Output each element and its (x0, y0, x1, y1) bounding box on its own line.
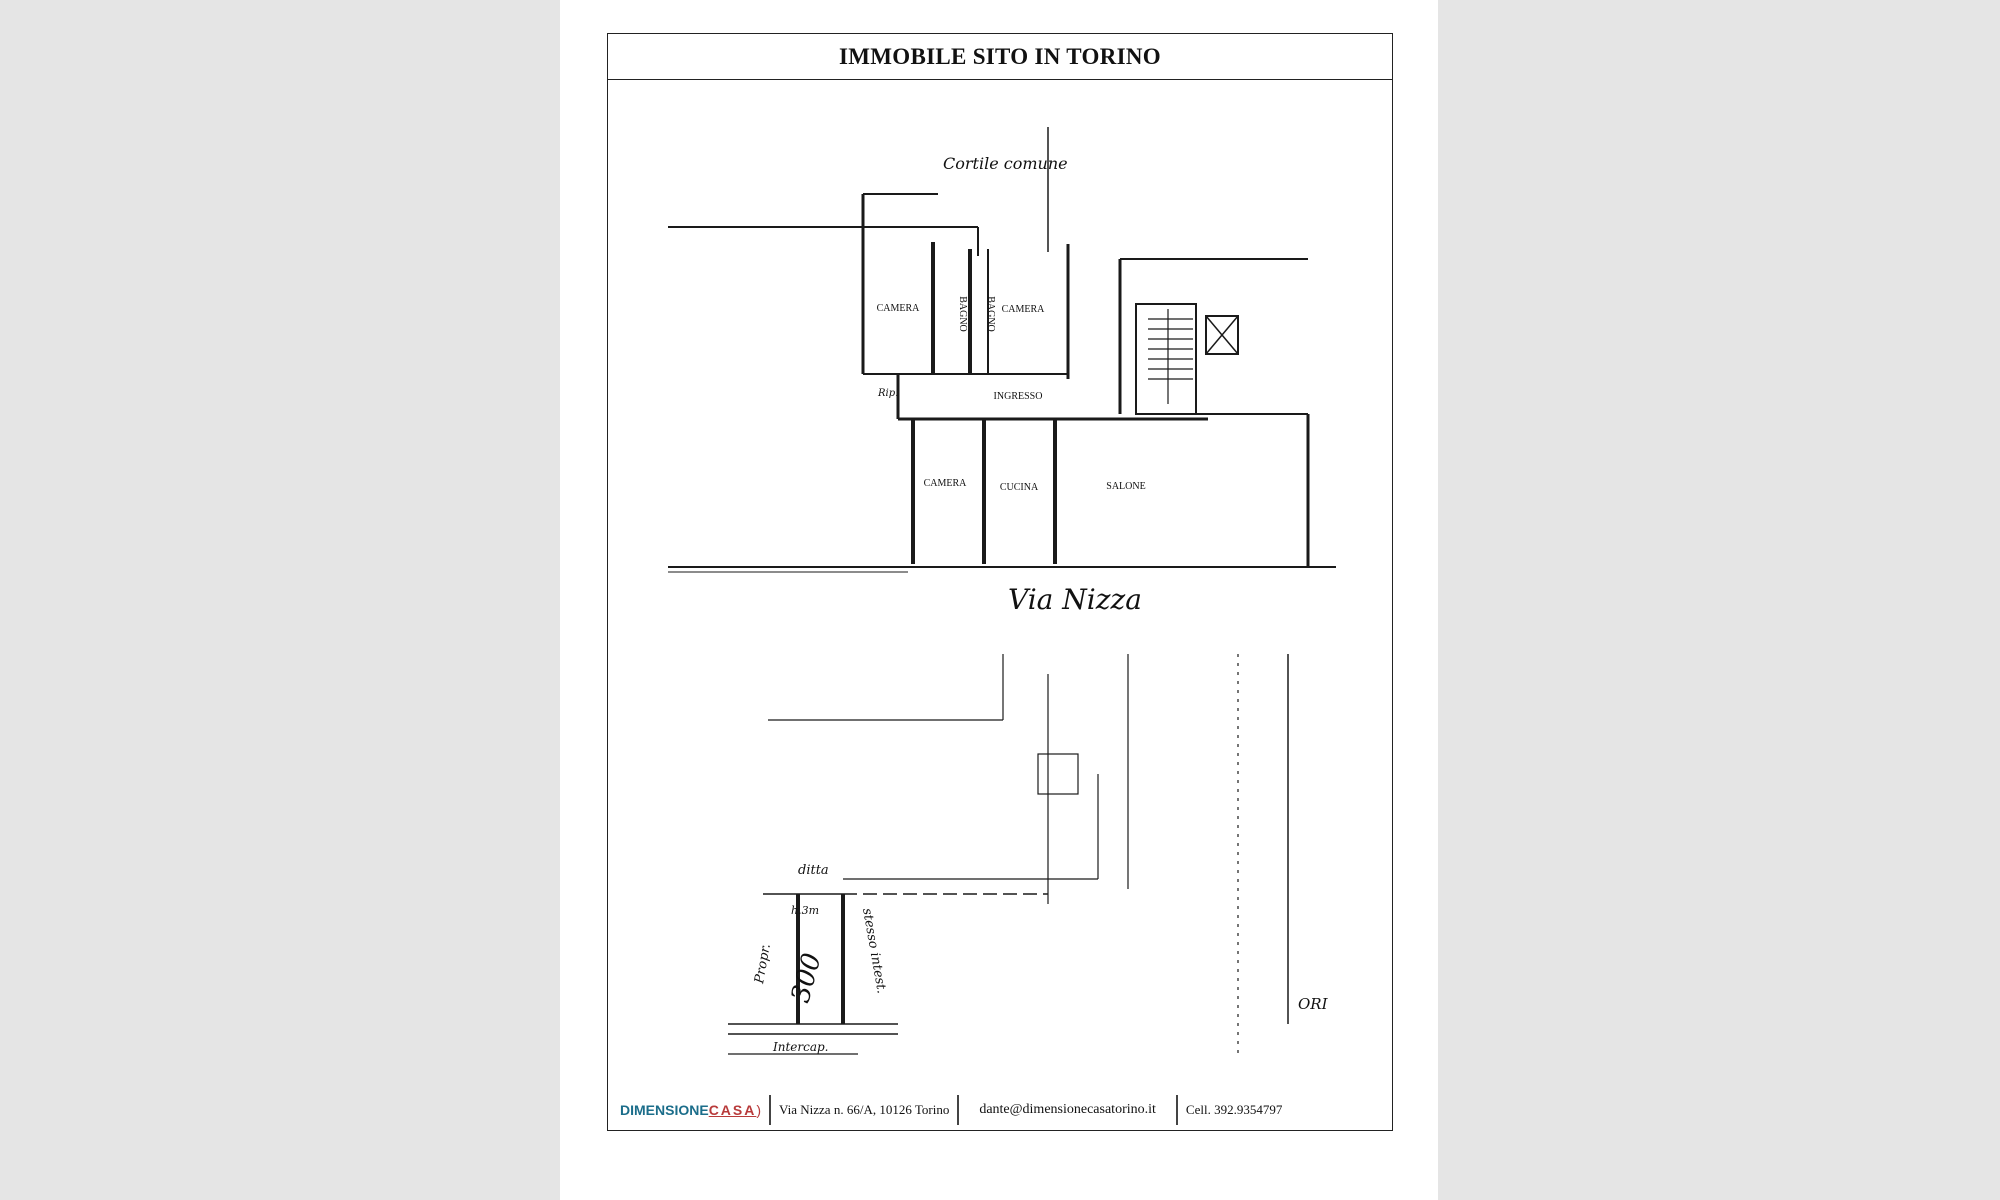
floor-plan-drawing: CAMERA BAGNO BAGNO CAMERA INGRESSO CAMER… (668, 127, 1336, 1059)
lift-shaft (1205, 315, 1239, 355)
room-label-ingresso: INGRESSO (994, 391, 1043, 402)
logo-bracket-icon: ) (756, 1102, 762, 1118)
label-propr: Propr. (752, 943, 774, 986)
room-label-salone: SALONE (1106, 481, 1145, 492)
label-cortile: Cortile comune (943, 154, 1068, 173)
logo-main-text: DIMENSIONE (620, 1102, 709, 1118)
stair-treads (1148, 309, 1193, 404)
label-ori: ORI (1298, 995, 1329, 1013)
footer-divider (1175, 1095, 1178, 1125)
room-label-cucina: CUCINA (1000, 482, 1039, 493)
label-ditta: ditta (798, 863, 829, 878)
document-page: IMMOBILE SITO IN TORINO (560, 0, 1438, 1200)
room-label-bagno-1: BAGNO (957, 296, 968, 332)
label-stesso: stesso intest. (859, 907, 889, 995)
footer-address: Via Nizza n. 66/A, 10126 Torino (779, 1102, 950, 1117)
footer-phone: Cell. 392.9354797 (1185, 1102, 1283, 1117)
room-label-camera-3: CAMERA (924, 478, 968, 489)
label-ripost: Rip. (877, 388, 898, 399)
title-bar: IMMOBILE SITO IN TORINO (608, 34, 1392, 80)
room-label-camera-1: CAMERA (877, 303, 921, 314)
footer-email[interactable]: dante@dimensionecasatorino.it (979, 1102, 1156, 1117)
footer-divider (957, 1095, 960, 1125)
label-cellar-number: 300 (786, 950, 828, 1006)
label-street: Via Nizza (1008, 583, 1142, 616)
logo-casa-text: CASA (708, 1102, 757, 1118)
stair-block (1135, 303, 1197, 415)
cellar-stair (1037, 753, 1079, 795)
room-label-camera-2: CAMERA (1002, 304, 1046, 315)
room-label-bagno-2: BAGNO (985, 296, 996, 332)
drawing-frame: IMMOBILE SITO IN TORINO (607, 33, 1393, 1131)
label-height: h.3m (791, 904, 819, 917)
label-intercap: Intercap. (772, 1040, 829, 1054)
page-title: IMMOBILE SITO IN TORINO (839, 43, 1161, 69)
footer-divider (769, 1095, 772, 1125)
